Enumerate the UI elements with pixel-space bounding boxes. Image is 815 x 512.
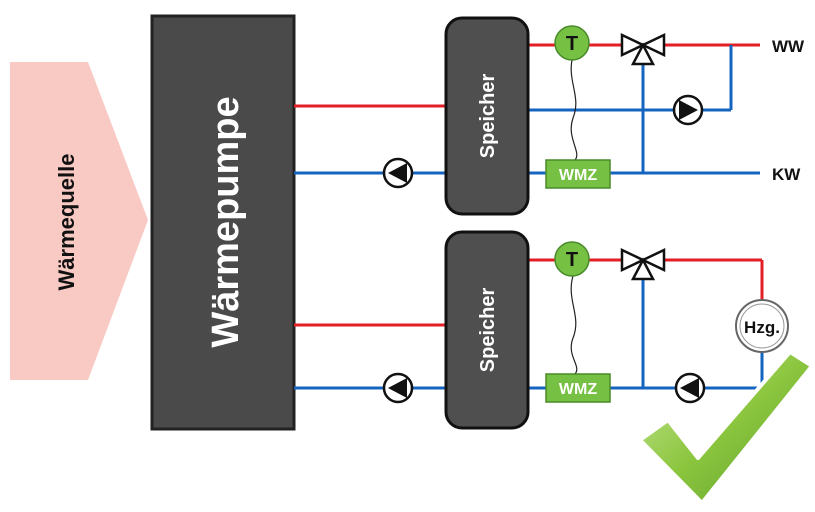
lower-mixing-valve xyxy=(620,248,666,281)
lower-heating-pump xyxy=(674,372,706,404)
lower-temperature-sensor xyxy=(554,241,590,277)
lower-heat-meter-label: WMZ xyxy=(559,381,597,398)
upper-circulation-pump xyxy=(672,94,704,126)
cold-water-label: KW xyxy=(772,165,801,184)
upper-charging-pump xyxy=(382,157,414,189)
heat-source-label: Wärmequelle xyxy=(54,154,79,291)
checkmark-icon xyxy=(638,350,814,505)
upper-sensor-wire xyxy=(570,55,578,161)
upper-storage-tank xyxy=(444,16,530,216)
upper-temperature-sensor xyxy=(554,25,590,61)
upper-mixing-valve xyxy=(620,33,666,66)
hot-water-label: WW xyxy=(772,37,805,56)
lower-storage-label: Speicher xyxy=(477,288,499,373)
lower-storage-tank xyxy=(444,230,530,430)
lower-circuit: Speicher T WMZ Hzg. xyxy=(294,230,789,430)
upper-heat-meter-label: WMZ xyxy=(559,167,597,184)
upper-circuit: Speicher T WMZ WW KW xyxy=(294,16,805,216)
lower-temperature-sensor-label: T xyxy=(566,249,578,271)
heat-pump-label: Wärmepumpe xyxy=(205,96,247,347)
upper-temperature-sensor-label: T xyxy=(566,33,578,55)
lower-heat-meter xyxy=(545,373,611,403)
heating-circuit-label: Hzg. xyxy=(744,318,780,337)
lower-charging-pump xyxy=(382,372,414,404)
lower-sensor-wire xyxy=(570,275,578,375)
upper-heat-meter xyxy=(545,159,611,189)
upper-storage-label: Speicher xyxy=(477,74,499,159)
heat-source-arrow xyxy=(10,62,148,380)
heat-pump-box xyxy=(150,14,296,431)
